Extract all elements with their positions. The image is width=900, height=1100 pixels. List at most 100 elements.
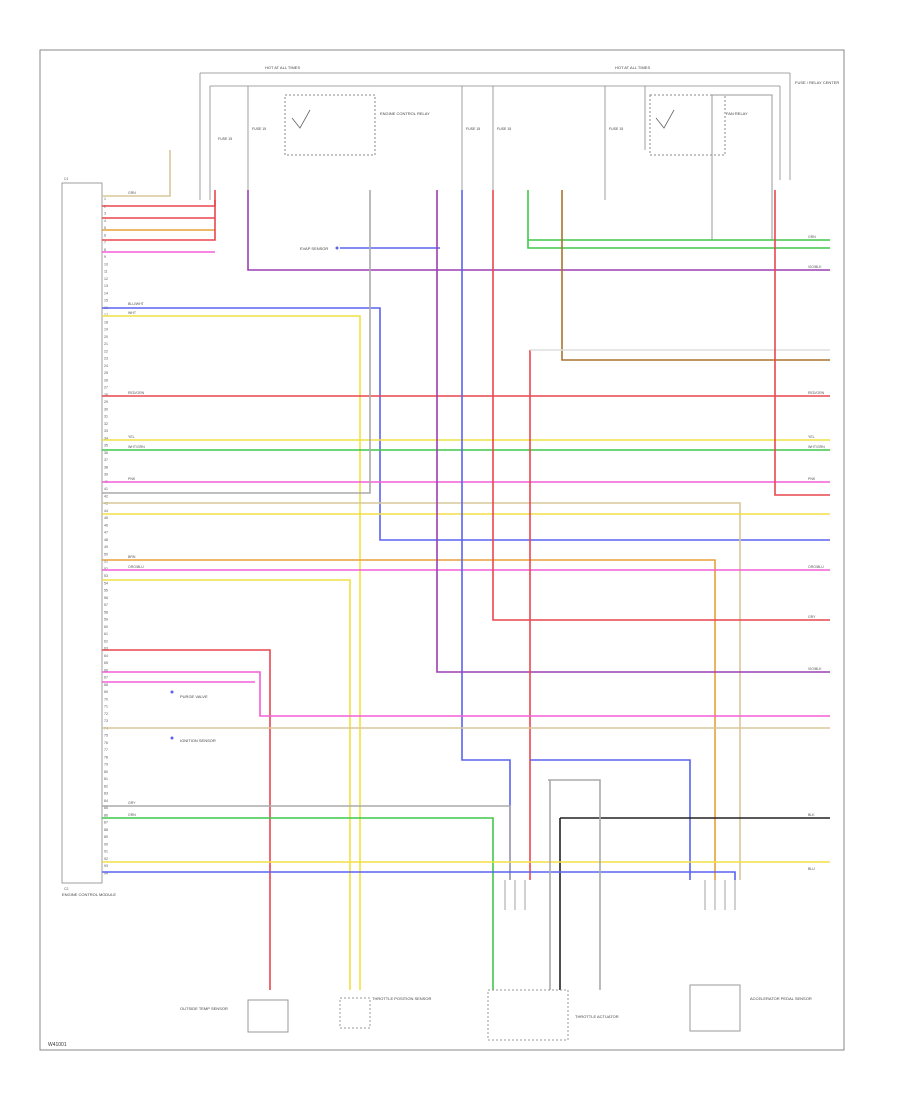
- svg-text:FUSE 15: FUSE 15: [466, 127, 480, 131]
- ecm-pin-number: 5: [104, 226, 106, 230]
- ecm-pin-number: 64: [104, 654, 108, 658]
- ecm-pin-number: 19: [104, 328, 108, 332]
- ecm-pin-number: 76: [104, 741, 108, 745]
- ecm-connector: [61, 182, 103, 884]
- svg-text:BLU/WHT: BLU/WHT: [128, 302, 145, 306]
- ecm-pin-number: 78: [104, 755, 108, 759]
- ecm-pin-number: 81: [104, 777, 108, 781]
- ecm-pin-number: 8: [104, 248, 106, 252]
- svg-text:VIO/BLK: VIO/BLK: [808, 667, 822, 671]
- ecm-pin-number: 32: [104, 422, 108, 426]
- ecm-pin-number: 71: [104, 705, 108, 709]
- ecm-pin-number: 61: [104, 632, 108, 636]
- ecm-pin-number: 27: [104, 386, 108, 390]
- ecm-pin-number: 90: [104, 842, 108, 846]
- engine-control-relay-label: ENGINE CONTROL RELAY: [380, 111, 430, 116]
- ecm-pin-number: 91: [104, 850, 108, 854]
- ecm-pin-number: 9: [104, 255, 106, 259]
- evap-sensor-label: EVAP SENSOR: [300, 246, 328, 251]
- ecm-pin-number: 80: [104, 770, 108, 774]
- ecm-pin-number: 60: [104, 625, 108, 629]
- ecm-pin-number: 41: [104, 487, 108, 491]
- svg-text:WHT/GRN: WHT/GRN: [128, 445, 145, 449]
- ecm-pin-number: 52: [104, 567, 108, 571]
- ignition-sensor-label: IGNITION SENSOR: [180, 738, 216, 743]
- fuse-drops: [247, 86, 646, 200]
- ecm-pin-number: 35: [104, 444, 108, 448]
- ecm-pin-number: 89: [104, 835, 108, 839]
- svg-text:WHT/GRN: WHT/GRN: [808, 445, 825, 449]
- ecm-pin-number: 58: [104, 610, 108, 614]
- ecm-pin-number: 11: [104, 270, 108, 274]
- power-bus: [199, 72, 791, 200]
- ecm-pin-number: 21: [104, 342, 108, 346]
- ecm-pin-number: 1: [104, 197, 106, 201]
- harness-wires: [102, 150, 830, 990]
- hot-at-all-times-right-label: HOT AT ALL TIMES: [615, 65, 650, 70]
- svg-text:BLK: BLK: [808, 813, 815, 817]
- accel-pedal-sensor-label: ACCELERATOR PEDAL SENSOR: [750, 996, 812, 1001]
- ecm-pin-number: 20: [104, 335, 108, 339]
- throttle-actuator-label: THROTTLE ACTUATOR: [575, 1014, 619, 1019]
- ecm-pin-number: 31: [104, 415, 108, 419]
- ignition-sensor-dot: [170, 736, 174, 740]
- svg-text:FUSE 15: FUSE 15: [218, 137, 232, 141]
- ecm-pin-number: 54: [104, 581, 108, 585]
- ecm-pin-number: 70: [104, 697, 108, 701]
- ecm-pin-number: 68: [104, 683, 108, 687]
- ecm-pin-number: 87: [104, 821, 108, 825]
- ecm-pin-number: 30: [104, 407, 108, 411]
- ecm-pin-number: 55: [104, 589, 108, 593]
- purge-valve-label: PURGE VALVE: [180, 694, 208, 699]
- accel-pedal-sensor-box: [689, 984, 741, 1032]
- ecm-pin-number: 12: [104, 277, 108, 281]
- ecm-pin-number: 88: [104, 828, 108, 832]
- ecm-pin-number: 6: [104, 233, 106, 237]
- ecm-pin-number: 50: [104, 552, 108, 556]
- hot-at-all-times-left-label: HOT AT ALL TIMES: [265, 65, 300, 70]
- svg-text:PNK: PNK: [128, 477, 136, 481]
- purge-valve-dot: [170, 690, 174, 694]
- ecm-pin-number: 26: [104, 378, 108, 382]
- svg-text:BLU: BLU: [808, 867, 815, 871]
- ecm-pin-number: 67: [104, 676, 108, 680]
- svg-text:YEL: YEL: [808, 435, 815, 439]
- svg-text:WHT: WHT: [128, 311, 137, 315]
- connector-c2-label: C2: [64, 887, 69, 891]
- ecm-pin-number: 69: [104, 690, 108, 694]
- svg-text:GRN: GRN: [128, 813, 136, 817]
- ecm-pin-number: 29: [104, 400, 108, 404]
- ecm-pin-number: 94: [104, 871, 108, 875]
- diagram-border: [39, 49, 845, 1051]
- ecm-pin-number: 22: [104, 349, 108, 353]
- ecm-pin-number: 56: [104, 596, 108, 600]
- ecm-pin-number: 15: [104, 299, 108, 303]
- ecm-pin-number: 46: [104, 523, 108, 527]
- svg-text:YEL: YEL: [128, 435, 135, 439]
- ecm-name-label: ENGINE CONTROL MODULE: [62, 892, 116, 897]
- ecm-pin-number: 48: [104, 538, 108, 542]
- throttle-actuator-box: [487, 989, 569, 1041]
- svg-text:GRY: GRY: [128, 801, 136, 805]
- svg-text:RED/GRN: RED/GRN: [808, 391, 825, 395]
- ecm-pin-number: 93: [104, 864, 108, 868]
- evap-sensor-dot: [335, 246, 339, 250]
- fan-relay-label: FAN RELAY: [726, 111, 748, 116]
- ecm-pin-number: 38: [104, 465, 108, 469]
- ecm-pin-number: 3: [104, 212, 106, 216]
- ecm-pin-number: 79: [104, 763, 108, 767]
- svg-text:FUSE 15: FUSE 15: [609, 127, 623, 131]
- ecm-pin-number: 63: [104, 647, 108, 651]
- ecm-pin-number: 75: [104, 734, 108, 738]
- ecm-pin-number: 72: [104, 712, 108, 716]
- ecm-pin-number: 59: [104, 618, 108, 622]
- throttle-sensor-box: [339, 997, 371, 1029]
- svg-text:VIO/BLK: VIO/BLK: [808, 265, 822, 269]
- ecm-pin-number: 24: [104, 364, 108, 368]
- ecm-pin-number: 36: [104, 451, 108, 455]
- ecm-pin-number: 66: [104, 668, 108, 672]
- ecm-pin-number: 73: [104, 719, 108, 723]
- outside-temp-sensor-box: [247, 999, 289, 1033]
- ecm-pin-number: 51: [104, 560, 108, 564]
- wire-labels: GRN BLU/WHT WHT RED/GRN YEL WHT/GRN PNK …: [128, 191, 825, 871]
